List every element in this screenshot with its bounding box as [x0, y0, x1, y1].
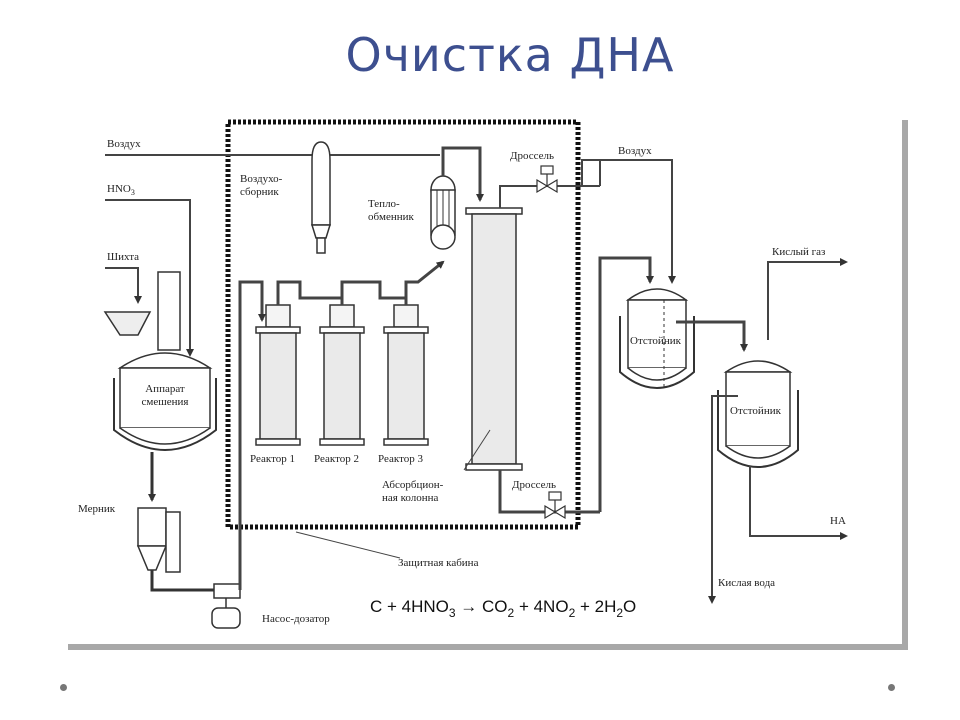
acid-gas-label: Кислый газ [772, 246, 825, 258]
slide-title: Очистка ДНА [345, 28, 675, 82]
settler-2-label: Отстойник [730, 405, 782, 417]
column-leader-line [463, 429, 491, 471]
absorption-column-label-line-1: Абсорбцион- [382, 479, 444, 491]
settler-2 [717, 360, 799, 468]
doser-to-pump-line [150, 570, 220, 592]
heat-exchanger-label-line-1: Тепло- [368, 198, 400, 210]
mixer-label-line-2: смешения [142, 396, 189, 408]
throttle-to-settler-line [598, 256, 654, 512]
column-top-outlet [499, 185, 600, 208]
doser-vessel [136, 507, 181, 573]
reactor-2 [319, 304, 365, 446]
exchanger-to-column-line [441, 146, 484, 202]
reactor-1-to-2-line [276, 280, 344, 305]
doser-label: Мерник [78, 503, 116, 515]
pump-label: Насос-дозатор [262, 613, 330, 625]
air-inlet-label: Воздух [107, 138, 141, 150]
protective-cabin-label: Защитная кабина [398, 557, 479, 569]
na-outlet-line [749, 466, 848, 540]
cabin-leader-line [295, 531, 401, 559]
na-label: НА [830, 515, 846, 527]
reaction-equation: C + 4HNO3 → CO2 + 4NO2 + 2H2O [370, 597, 636, 620]
reactor-3-to-exchanger-line [404, 260, 445, 305]
absorption-column-label-line-2: ная колонна [382, 492, 438, 504]
air-right-line [581, 159, 600, 186]
air-right-label: Воздух [618, 145, 652, 157]
column-bottom-outlet [498, 470, 600, 514]
throttle-valve-top [536, 165, 558, 194]
air-collector [310, 141, 332, 254]
acid-water-line [708, 395, 738, 604]
reactor-2-label: Реактор 2 [314, 453, 359, 465]
protective-cabin-border [225, 119, 581, 530]
settler-1 [619, 288, 695, 389]
hno3-inlet-label: HNO3 [107, 183, 135, 197]
reactor-1 [255, 304, 301, 446]
mixing-apparatus [103, 271, 217, 451]
pump-to-reactors-line [238, 280, 266, 590]
right-bullet-dot [888, 684, 895, 691]
reactor-3 [383, 304, 429, 446]
throttle-valve-bottom [544, 491, 566, 520]
reactor-2-to-3-line [340, 280, 408, 305]
acid-gas-line [767, 258, 848, 340]
mixer-label-line-1: Аппарат [145, 383, 185, 395]
air-collector-label-line-1: Воздухо- [240, 173, 283, 185]
heat-exchanger-label-line-2: обменник [368, 211, 414, 223]
throttle-top-label: Дроссель [510, 150, 554, 162]
heat-exchanger [430, 175, 456, 250]
dosing-pump [211, 583, 241, 629]
throttle-bottom-label: Дроссель [512, 479, 556, 491]
left-bullet-dot [60, 684, 67, 691]
settler-1-label: Отстойник [630, 335, 682, 347]
settler1-to-settler2-line [676, 320, 748, 352]
acid-water-label: Кислая вода [718, 577, 775, 589]
charge-inlet-line [105, 267, 142, 304]
reactor-1-label: Реактор 1 [250, 453, 295, 465]
air-collector-label-line-2: сборник [240, 186, 279, 198]
reactor-3-label: Реактор 3 [378, 453, 423, 465]
hno3-inlet-line [105, 199, 194, 357]
charge-label: Шихта [107, 251, 139, 263]
air-to-settler-line [599, 159, 676, 284]
absorption-column [465, 207, 523, 471]
